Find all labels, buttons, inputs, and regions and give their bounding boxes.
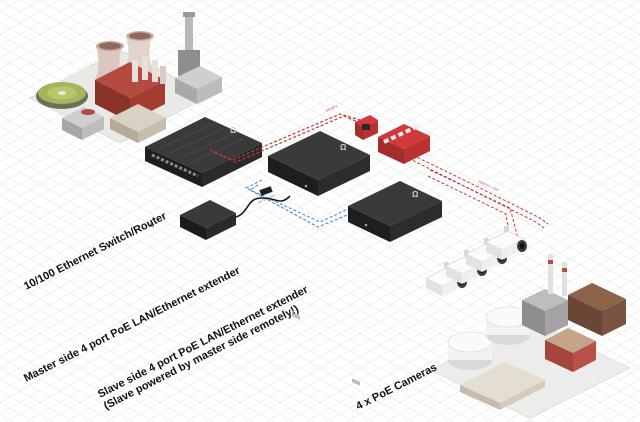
power-adapter-device [180,186,291,240]
power-plant-illustration [29,12,222,144]
svg-text:Ω: Ω [412,190,419,199]
master-extender-device: Ω [268,131,370,320]
cable-switch-to-master [209,113,363,163]
slave-extender-device: Ω [348,181,442,386]
factory-illustration [429,254,631,419]
four-port-callout [378,124,430,164]
svg-text:Ω: Ω [230,126,237,135]
poe-camera [485,226,527,260]
cable-master-to-slave [244,179,353,228]
svg-text:Ω: Ω [340,143,347,152]
rj45-port-callout-small [355,115,378,140]
poe-cameras [425,226,527,296]
cable-note-lan-short: 10/100TX [325,104,339,113]
